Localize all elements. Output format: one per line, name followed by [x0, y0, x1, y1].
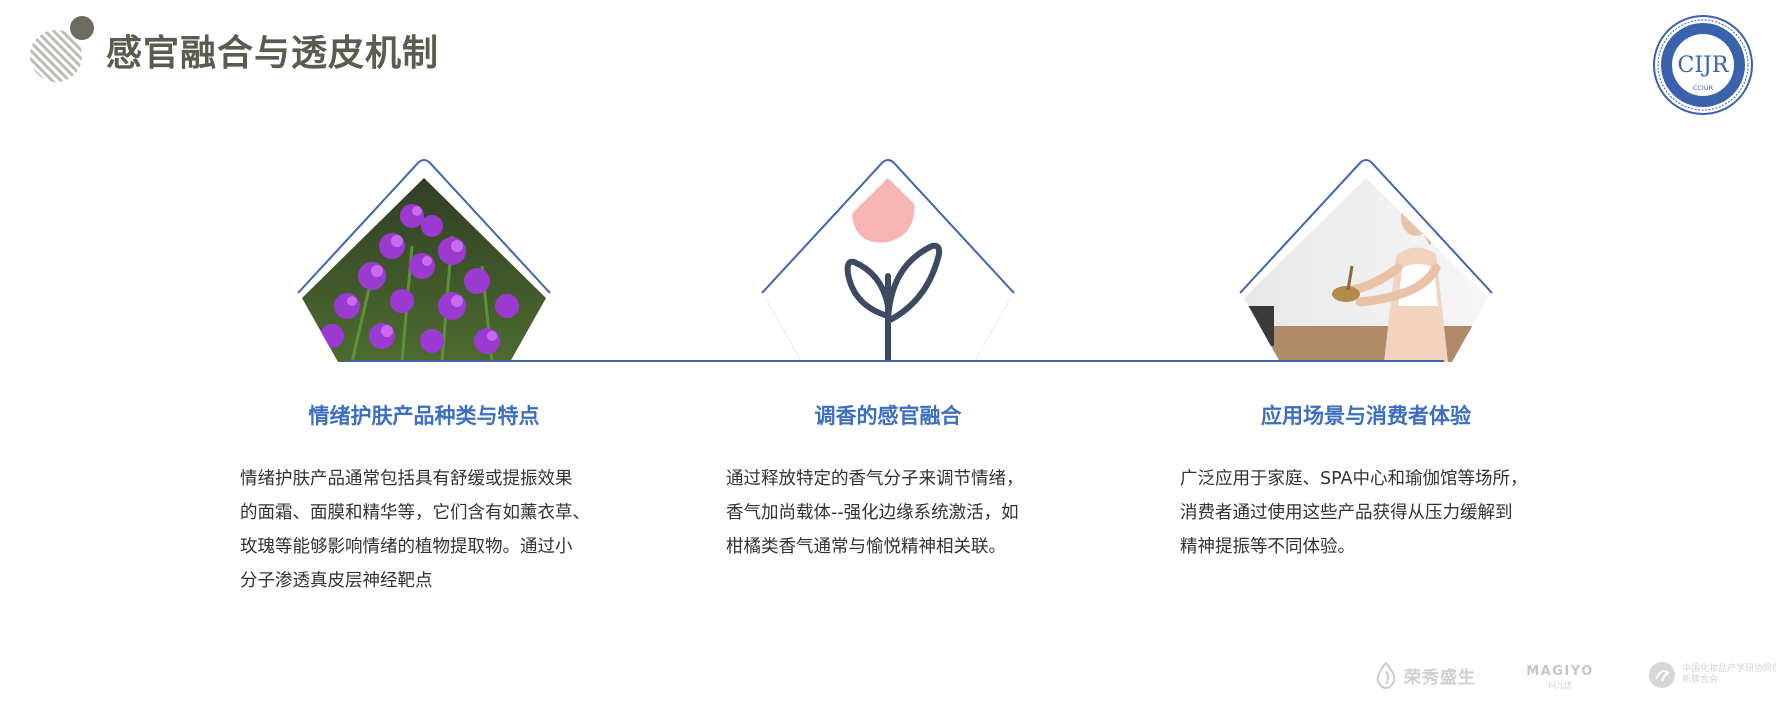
yoga-singing-bowl-photo: [1239, 159, 1493, 362]
text-line: 消费者通过使用这些产品获得从压力缓解到: [1180, 503, 1513, 523]
footer-logo-magiyo: MAGIYO 玛儿优: [1522, 664, 1598, 694]
seal-bottom-text: CCIUR: [1693, 84, 1714, 92]
diamond-card-tulip: [756, 156, 1020, 362]
section-heading-1: 情绪护肤产品种类与特点: [308, 404, 540, 428]
text-line: 的面霜、面膜和精华等，它们含有如薰衣草、: [240, 503, 590, 523]
title-decoration-icon: [30, 16, 94, 82]
circle-emblem-icon: [1649, 662, 1675, 688]
text-line: 玫瑰等能够影响情绪的植物提取物。通过小: [240, 537, 573, 557]
section-text-2: 通过释放特定的香气分子来调节情绪， 香气加尚载体--强化边缘系统激活，如 柑橘类…: [726, 462, 1066, 564]
footer-logo-association: 中国化妆品产学研协同创新联合会: [1648, 660, 1776, 690]
text-line: 香气加尚载体--强化边缘系统激活，如: [726, 503, 1019, 523]
footer-logo-text: 中国化妆品产学研协同创新联合会: [1682, 664, 1776, 685]
footer-logo-rongxiu: 荣秀盛生: [1374, 660, 1476, 690]
lavender-photo: [297, 159, 551, 362]
section-text-3: 广泛应用于家庭、SPA中心和瑜伽馆等场所， 消费者通过使用这些产品获得从压力缓解…: [1180, 462, 1560, 564]
text-line: 广泛应用于家庭、SPA中心和瑜伽馆等场所，: [1180, 469, 1528, 489]
leaf-drop-icon: [1376, 661, 1396, 689]
text-line: 柑橘类香气通常与愉悦精神相关联。: [726, 537, 1006, 557]
page-title: 感官融合与透皮机制: [106, 33, 440, 74]
text-line: 分子渗透真皮层神经靶点: [240, 571, 433, 591]
section-heading-3: 应用场景与消费者体验: [1261, 404, 1471, 428]
tulip-illustration: [761, 159, 1015, 362]
text-line: 精神提振等不同体验。: [1180, 537, 1355, 557]
footer-logo-text: 荣秀盛生: [1404, 667, 1476, 688]
diamond-card-yoga: [1234, 156, 1498, 362]
footer-logo-text: MAGIYO: [1526, 664, 1594, 679]
text-line: 通过释放特定的香气分子来调节情绪，: [726, 469, 1024, 489]
timeline-line: [346, 360, 1444, 362]
diamond-card-lavender: [292, 156, 556, 362]
section-heading-2: 调香的感官融合: [814, 404, 962, 428]
text-line: 情绪护肤产品通常包括具有舒缓或提振效果: [240, 469, 573, 489]
association-seal-logo: CIJR CCIUR: [1653, 15, 1753, 115]
seal-center-text: CIJR: [1678, 53, 1730, 78]
section-text-1: 情绪护肤产品通常包括具有舒缓或提振效果 的面霜、面膜和精华等，它们含有如薰衣草、…: [240, 462, 620, 598]
footer-logo-subtext: 玛儿优: [1548, 681, 1572, 690]
